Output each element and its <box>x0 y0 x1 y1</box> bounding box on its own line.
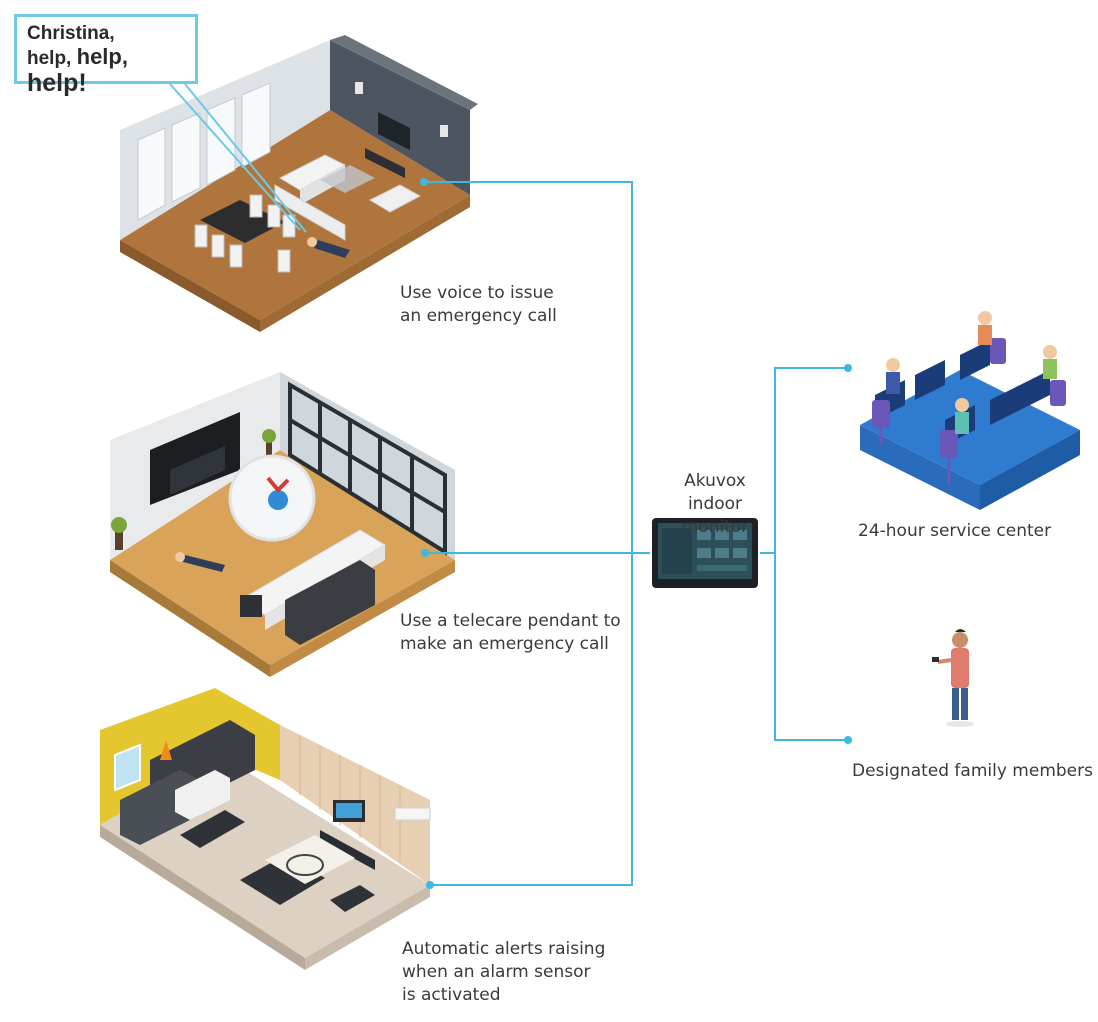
sensor-alert-label: Automatic alerts raising when an alarm s… <box>402 938 605 1007</box>
family-member-illustration <box>932 629 974 727</box>
service-center-label: 24-hour service center <box>858 520 1051 543</box>
bubble-help-big: help! <box>27 69 87 97</box>
service-center-illustration <box>860 311 1080 510</box>
bubble-line-2: help, help, help! <box>27 45 185 98</box>
voice-call-label: Use voice to issue an emergency call <box>400 282 557 328</box>
pendant-call-label: Use a telecare pendant to make an emerge… <box>400 610 621 656</box>
family-members-label: Designated family members <box>852 760 1093 783</box>
kitchen-room-illustration <box>100 688 430 970</box>
speech-bubble: Christina, help, help, help! <box>14 14 198 84</box>
bubble-help-small: help, <box>27 48 77 69</box>
bubble-help-mid: help, <box>77 44 128 69</box>
bubble-line-1: Christina, <box>27 23 185 45</box>
indoor-monitor-label: Akuvox indoor monitor <box>655 470 775 539</box>
